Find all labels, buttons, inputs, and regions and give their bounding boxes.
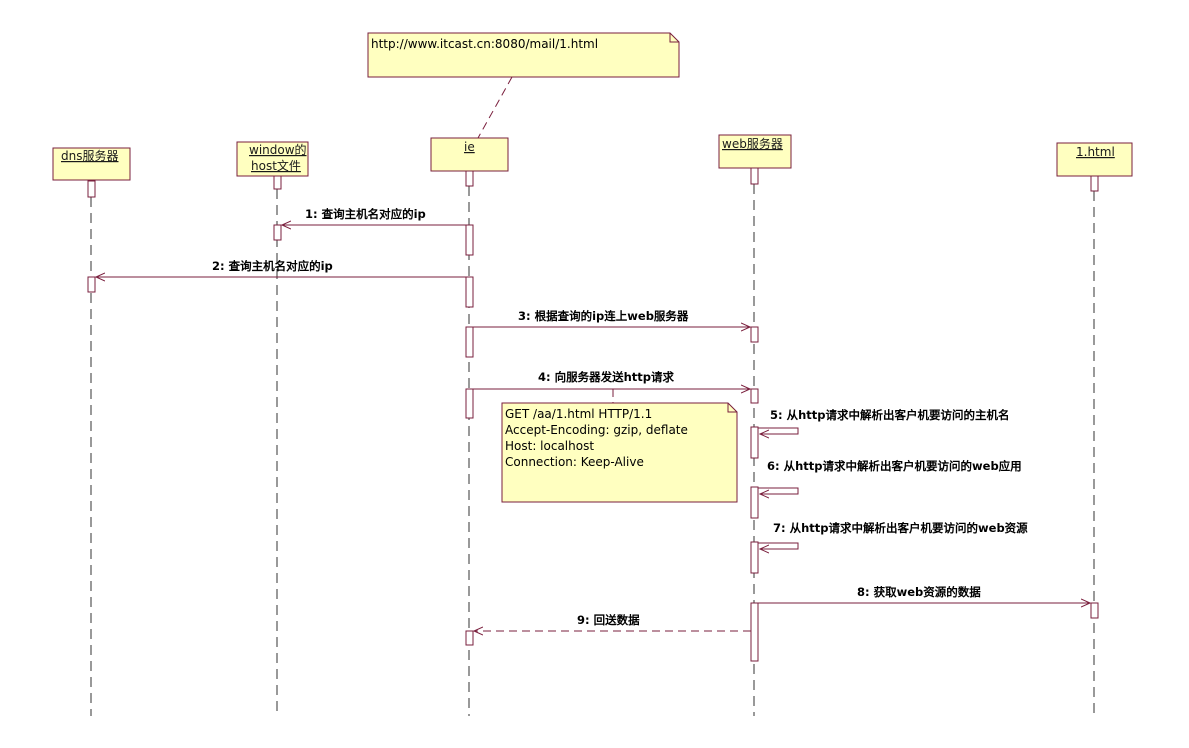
request-note: GET /aa/1.html HTTP/1.1 Accept-Encoding:… bbox=[501, 402, 738, 503]
activation-bar bbox=[750, 602, 759, 662]
activation-bar bbox=[87, 276, 96, 293]
activation-bar bbox=[465, 630, 474, 646]
activation-bar bbox=[750, 388, 759, 404]
object-web-label: web服务器 bbox=[722, 136, 783, 151]
message-2-label: 2: 查询主机名对应的ip bbox=[212, 259, 333, 273]
url-note-anchor bbox=[477, 76, 513, 139]
message-7-arrow bbox=[758, 542, 799, 549]
activation-bar bbox=[87, 180, 96, 198]
activation-bar bbox=[750, 326, 759, 343]
object-ie: ie bbox=[430, 137, 509, 172]
object-ie-label: ie bbox=[464, 140, 475, 154]
activation-bar bbox=[750, 426, 759, 459]
message-7-label: 7: 从http请求中解析出客户机要访问的web资源 bbox=[773, 521, 1028, 535]
activation-bar bbox=[465, 276, 474, 308]
object-host: window的 host文件 bbox=[236, 141, 309, 177]
activation-bar bbox=[750, 541, 759, 574]
activation-bar bbox=[465, 326, 474, 358]
object-html: 1.html bbox=[1056, 142, 1133, 177]
message-9-label: 9: 回送数据 bbox=[577, 613, 640, 627]
object-dns-label: dns服务器 bbox=[61, 148, 118, 163]
activation-bar bbox=[465, 224, 474, 256]
activation-bar bbox=[273, 175, 282, 190]
object-host-label-line1: window的 bbox=[249, 142, 307, 157]
request-note-line-4: Connection: Keep-Alive bbox=[505, 455, 644, 469]
activation-bar bbox=[750, 167, 759, 185]
activation-bar bbox=[273, 224, 282, 241]
message-6-arrow bbox=[758, 487, 799, 494]
object-dns: dns服务器 bbox=[52, 147, 131, 181]
request-note-line-2: Accept-Encoding: gzip, deflate bbox=[505, 423, 688, 437]
activation-bar bbox=[1090, 602, 1099, 619]
message-4-label: 4: 向服务器发送http请求 bbox=[538, 370, 675, 384]
message-8-label: 8: 获取web资源的数据 bbox=[857, 585, 981, 599]
request-note-line-1: GET /aa/1.html HTTP/1.1 bbox=[505, 407, 652, 421]
activation-bar bbox=[465, 388, 474, 419]
request-note-line-3: Host: localhost bbox=[505, 439, 594, 453]
object-html-label: 1.html bbox=[1076, 145, 1115, 159]
message-3-label: 3: 根据查询的ip连上web服务器 bbox=[518, 309, 689, 323]
url-note-text: http://www.itcast.cn:8080/mail/1.html bbox=[371, 37, 598, 51]
object-host-label-line2: host文件 bbox=[251, 158, 301, 173]
activation-bar bbox=[750, 486, 759, 519]
object-web: web服务器 bbox=[718, 134, 792, 169]
activation-bar bbox=[465, 170, 474, 187]
message-1-label: 1: 查询主机名对应的ip bbox=[305, 207, 426, 221]
url-note: http://www.itcast.cn:8080/mail/1.html bbox=[367, 32, 680, 78]
message-5-label: 5: 从http请求中解析出客户机要访问的主机名 bbox=[770, 408, 1010, 422]
activation-bar bbox=[1090, 175, 1099, 192]
message-6-label: 6: 从http请求中解析出客户机要访问的web应用 bbox=[767, 459, 1022, 473]
message-5-arrow bbox=[758, 427, 799, 434]
